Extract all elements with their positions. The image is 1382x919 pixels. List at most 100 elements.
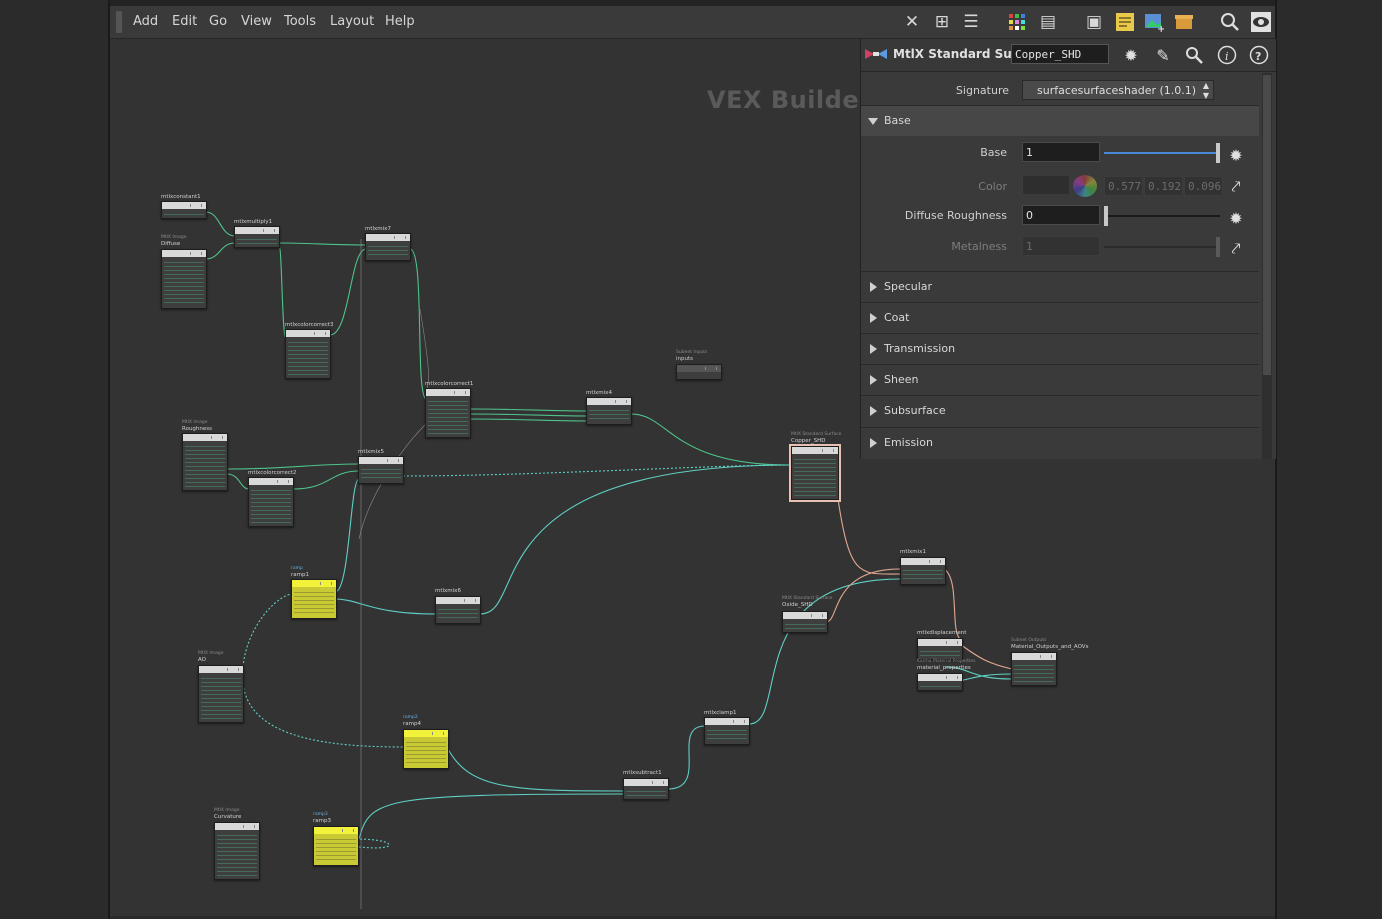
folder-base[interactable]: Base <box>861 105 1259 136</box>
menu-layout[interactable]: Layout <box>330 14 375 29</box>
node-name-field[interactable]: Copper_SHD <box>1011 44 1109 64</box>
node-mtlxmix5[interactable] <box>358 456 404 484</box>
diffuse-roughness-field[interactable]: 0 <box>1022 205 1100 225</box>
link-icon[interactable]: ⤤ <box>1231 239 1241 258</box>
menu-add[interactable]: Add <box>133 14 159 29</box>
wire <box>409 248 427 400</box>
package-icon[interactable] <box>1172 10 1196 34</box>
node-mtlxmix6[interactable] <box>435 596 481 624</box>
search-icon[interactable] <box>1184 45 1204 65</box>
base-slider[interactable] <box>1104 143 1220 163</box>
image-add-icon[interactable]: + <box>1142 10 1166 34</box>
node-material-outputs[interactable] <box>1011 652 1057 686</box>
diffuse-roughness-slider[interactable] <box>1104 206 1220 226</box>
metalness-field: 1 <box>1022 236 1100 256</box>
node-diffuse[interactable] <box>161 249 207 309</box>
wire <box>242 593 292 680</box>
node-label: mtlxmix1 <box>900 549 926 555</box>
gear-icon[interactable]: ✹ <box>1124 45 1138 65</box>
wire <box>943 568 961 640</box>
signature-select[interactable]: surfacesurfaceshader (1.0.1) ▲▼ <box>1022 80 1214 100</box>
vex-builder-window: Add Edit Go View Tools Layout Help ✕ ⊞ ☰… <box>110 6 1276 916</box>
node-mtlxcolorcorrect1[interactable] <box>425 388 471 438</box>
sticky-note-icon[interactable] <box>1113 10 1137 34</box>
node-mtlxcolorcorrect3[interactable] <box>285 329 331 379</box>
link-icon[interactable]: ⤤ <box>1231 177 1241 196</box>
folder-label: Base <box>884 114 911 127</box>
slider-handle[interactable] <box>1216 143 1220 163</box>
folder-sheen[interactable]: Sheen <box>861 364 1259 395</box>
node-type-label: MtlX Standard Sur... <box>893 47 1030 61</box>
parameter-panel-header: MtlX Standard Sur... Copper_SHD ✹ ✎ i ? <box>861 39 1276 72</box>
node-label: mtlxclamp1 <box>704 710 737 716</box>
gear-icon[interactable]: ✹ <box>1229 208 1243 228</box>
gear-icon[interactable]: ✹ <box>1229 145 1243 165</box>
left-frame <box>0 0 110 919</box>
wire <box>334 478 360 593</box>
wire <box>226 473 250 490</box>
folder-transmission[interactable]: Transmission <box>861 333 1259 364</box>
node-curvature[interactable] <box>214 822 260 880</box>
node-type-text: Subnet Outputs <box>1011 638 1047 643</box>
node-mtlxmultiply1[interactable] <box>234 226 280 248</box>
brush-icon[interactable]: ✎ <box>1156 45 1170 65</box>
folder-label: Transmission <box>884 342 956 355</box>
eye-icon[interactable] <box>1249 10 1273 34</box>
tools-icon[interactable]: ✕ <box>904 12 920 32</box>
list-icon[interactable]: ☰ <box>963 12 979 32</box>
slider-handle[interactable] <box>1104 206 1108 226</box>
collapsed-triangle-icon <box>870 282 877 292</box>
menu-go[interactable]: Go <box>209 14 228 29</box>
menu-help[interactable]: Help <box>385 14 415 29</box>
wire <box>334 598 437 615</box>
node-ao[interactable] <box>198 665 244 723</box>
node-mtlxmix1[interactable] <box>900 557 946 585</box>
folder-specular[interactable]: Specular <box>861 271 1259 302</box>
info-icon[interactable]: i <box>1217 45 1237 65</box>
node-type-text: MtlX Image <box>161 235 187 240</box>
node-type-text: Subnet Inputs <box>676 350 708 355</box>
menu-tools[interactable]: Tools <box>284 14 317 29</box>
node-copper-shd[interactable] <box>789 444 841 502</box>
node-ramp1[interactable] <box>291 579 337 619</box>
help-icon[interactable]: ? <box>1249 45 1269 65</box>
node-oxide-shd[interactable] <box>782 611 828 633</box>
node-mtlxmix4[interactable] <box>586 397 632 425</box>
folder-coat[interactable]: Coat <box>861 302 1259 333</box>
base-field[interactable]: 1 <box>1022 142 1100 162</box>
node-mtlxconstant1[interactable] <box>161 201 207 219</box>
node-type-text: MtlX Standard Surface <box>782 596 833 601</box>
node-label: mtlxmultiply1 <box>234 219 273 225</box>
scrollbar-thumb[interactable] <box>1263 75 1271 375</box>
menubar-grip[interactable] <box>116 11 122 33</box>
folder-label: Coat <box>884 311 910 324</box>
network-box-icon[interactable]: ▣ <box>1085 12 1103 32</box>
node-label: mtlxmix6 <box>435 588 461 594</box>
node-material-properties[interactable] <box>917 673 963 691</box>
node-mtlxcolorcorrect2[interactable] <box>248 477 294 527</box>
color-grid-icon[interactable] <box>1005 10 1029 34</box>
menu-edit[interactable]: Edit <box>172 14 198 29</box>
node-roughness[interactable] <box>182 433 228 491</box>
folder-label: Sheen <box>884 373 919 386</box>
node-mtlxsubtract1[interactable] <box>623 778 669 800</box>
node-type-text: MtlX Standard Surface <box>791 432 842 437</box>
wire <box>278 242 367 246</box>
folder-label: Emission <box>884 436 933 449</box>
node-mtlxmix7[interactable] <box>365 233 411 261</box>
node-ramp3[interactable] <box>313 826 359 866</box>
signature-label: Signature <box>955 84 1009 97</box>
node-inputs[interactable] <box>676 364 722 380</box>
node-ramp4[interactable] <box>403 729 449 769</box>
panel-scrollbar[interactable] <box>1262 73 1272 459</box>
tree-icon[interactable]: ⊞ <box>934 12 950 32</box>
menu-view[interactable]: View <box>241 14 272 29</box>
tasks-icon[interactable]: ▤ <box>1039 12 1057 32</box>
wire <box>205 211 236 237</box>
folder-emission[interactable]: Emission <box>861 427 1259 458</box>
metalness-slider <box>1104 237 1220 257</box>
node-mtlxdisplacement[interactable] <box>917 638 963 660</box>
node-mtlxclamp1[interactable] <box>704 717 750 745</box>
folder-subsurface[interactable]: Subsurface <box>861 395 1259 426</box>
search-icon[interactable] <box>1218 10 1242 34</box>
